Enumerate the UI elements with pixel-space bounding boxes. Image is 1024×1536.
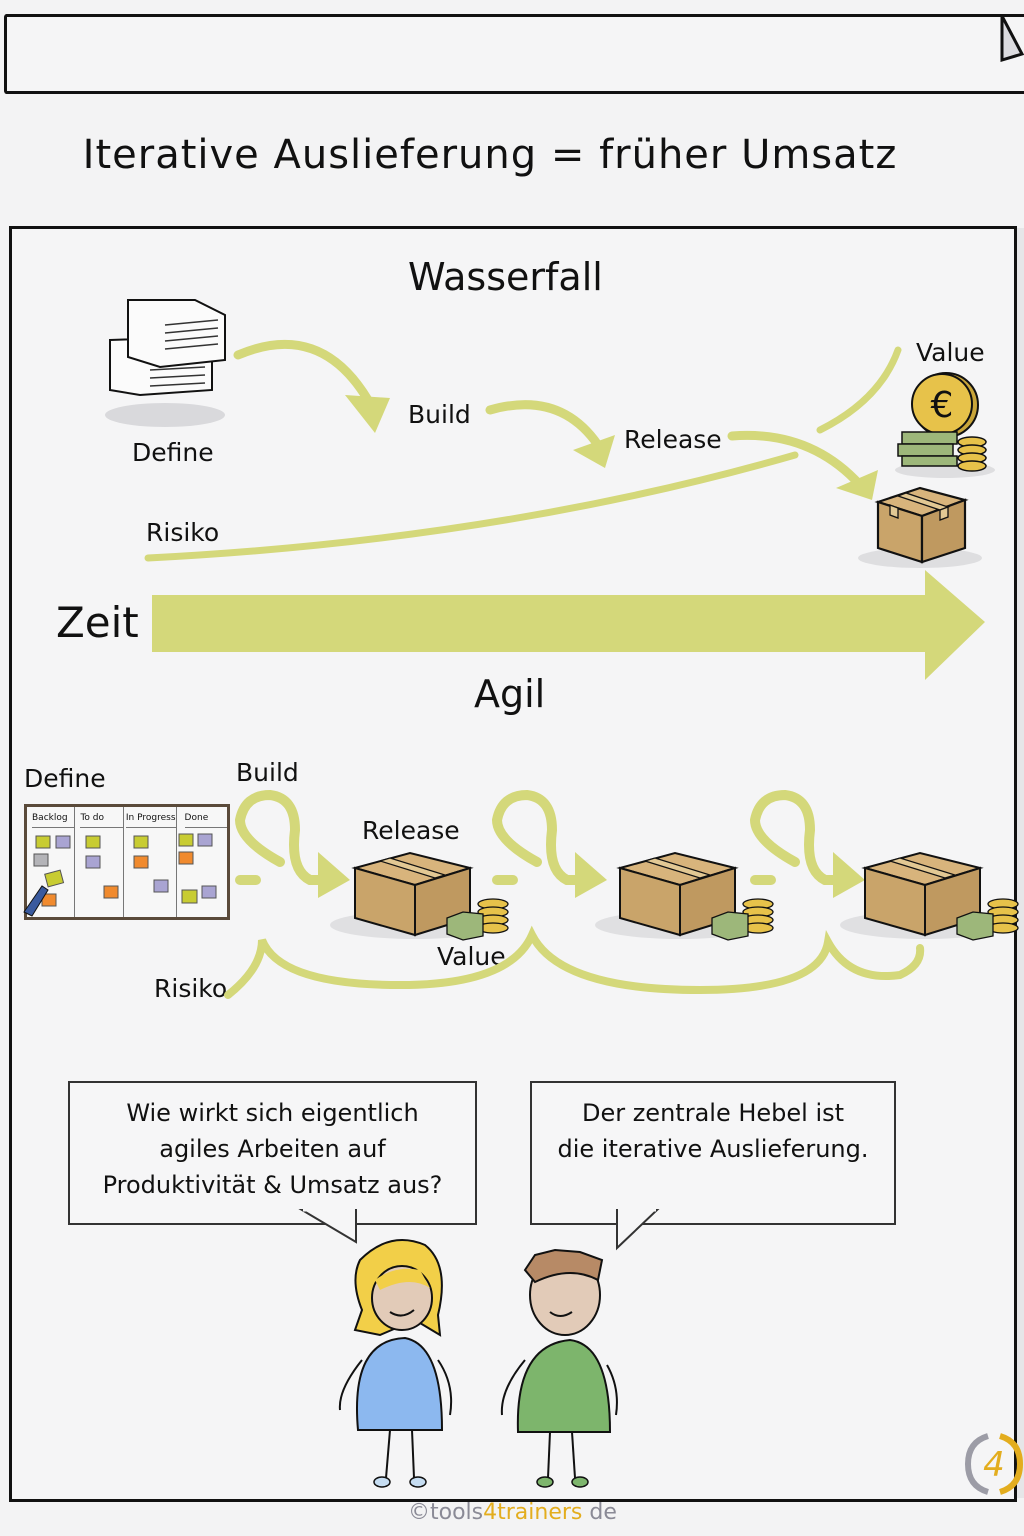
iteration-arrowhead bbox=[318, 852, 350, 898]
money-stack-icon bbox=[446, 898, 509, 941]
speech-bubble-tail bbox=[616, 1208, 660, 1251]
copyright-symbol: © bbox=[408, 1500, 430, 1525]
waterfall-value-label: Value bbox=[916, 338, 985, 367]
agile-flow bbox=[224, 789, 1019, 999]
speech-bubble-tail bbox=[298, 1208, 357, 1244]
time-label: Zeit bbox=[56, 598, 139, 647]
agile-define-label: Define bbox=[24, 764, 106, 793]
main-panel bbox=[9, 226, 1017, 1502]
speech-bubble-question: Wie wirkt sich eigentlich agiles Arbeite… bbox=[68, 1081, 477, 1225]
speech-bubble-answer: Der zentrale Hebel ist die iterative Aus… bbox=[530, 1081, 896, 1225]
waterfall-define-label: Define bbox=[132, 438, 214, 467]
agile-release-label: Release bbox=[362, 816, 460, 845]
answer-line: die iterative Auslieferung. bbox=[557, 1135, 869, 1163]
waterfall-heading: Wasserfall bbox=[408, 255, 603, 299]
money-stack-icon bbox=[711, 898, 774, 941]
iteration-loop bbox=[234, 789, 327, 885]
risk-curve bbox=[144, 451, 799, 562]
iteration-arrowhead bbox=[575, 852, 607, 898]
arrow-build-to-release bbox=[485, 400, 603, 450]
agile-risk-label: Risiko bbox=[154, 974, 228, 1003]
kanban-column: Done bbox=[177, 807, 227, 917]
document-stack-icon bbox=[105, 299, 226, 427]
brand-prefix: tools bbox=[430, 1500, 484, 1525]
increment-package-icon bbox=[330, 851, 509, 941]
kanban-column: To do bbox=[75, 807, 124, 917]
arrowhead-box bbox=[836, 470, 878, 500]
kanban-column-title: To do bbox=[80, 813, 123, 828]
question-line: Wie wirkt sich eigentlich bbox=[126, 1099, 419, 1127]
answer-line: Der zentrale Hebel ist bbox=[581, 1099, 845, 1127]
brand-accent: 4trainers bbox=[483, 1500, 583, 1525]
svg-text:€: € bbox=[931, 385, 954, 426]
waterfall-build-label: Build bbox=[408, 400, 471, 429]
increment-package-icon bbox=[840, 851, 1019, 941]
package-box-icon bbox=[858, 486, 982, 568]
arrowhead-build bbox=[345, 395, 390, 433]
question-line: agiles Arbeiten auf bbox=[159, 1135, 386, 1163]
sticky-notes bbox=[23, 833, 217, 917]
increment-package-icon bbox=[595, 851, 774, 941]
waterfall-release-label: Release bbox=[624, 425, 722, 454]
kanban-column-title: Done bbox=[184, 813, 227, 828]
waterfall-flow bbox=[144, 339, 902, 562]
money-stack-icon bbox=[956, 898, 1019, 941]
kanban-column-title: Backlog bbox=[32, 813, 76, 828]
arrow-define-to-build bbox=[233, 339, 373, 405]
character-boy bbox=[500, 1248, 618, 1488]
value-curve bbox=[816, 346, 902, 434]
kanban-column: Backlog bbox=[27, 807, 76, 917]
kanban-column: In Progress bbox=[124, 807, 177, 917]
agile-heading: Agil bbox=[474, 672, 546, 716]
arrowhead-release bbox=[573, 435, 615, 468]
arrow-release-to-box bbox=[727, 430, 865, 490]
copyright-footer: ©tools4trainers de bbox=[408, 1500, 617, 1525]
brand-logo-icon: 4 bbox=[964, 1433, 1024, 1495]
agile-risk-curve bbox=[224, 925, 925, 999]
question-line: Produktivität & Umsatz aus? bbox=[102, 1171, 443, 1199]
iteration-arrowhead bbox=[833, 852, 865, 898]
characters bbox=[338, 1239, 618, 1488]
iteration-loop bbox=[491, 789, 584, 885]
page-title: Iterative Auslieferung = früher Umsatz bbox=[82, 132, 898, 178]
hand-icon bbox=[23, 885, 49, 917]
waterfall-risk-label: Risiko bbox=[146, 518, 220, 547]
euro-coin-icon: € bbox=[895, 372, 995, 478]
brand-logo-glyph: 4 bbox=[983, 1445, 1005, 1485]
kanban-column-title: In Progress bbox=[125, 813, 176, 828]
agile-build-label: Build bbox=[236, 758, 299, 787]
time-arrow bbox=[152, 570, 985, 680]
character-girl bbox=[338, 1239, 453, 1488]
top-banner bbox=[4, 14, 1024, 94]
iteration-loop bbox=[749, 789, 842, 885]
page-curl-icon bbox=[1000, 15, 1024, 63]
brand-suffix: de bbox=[582, 1500, 617, 1525]
